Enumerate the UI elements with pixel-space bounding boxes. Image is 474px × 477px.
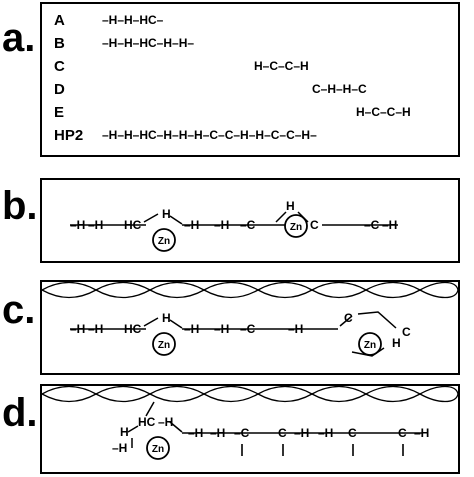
row-sequence-d: C–H–H–C: [312, 82, 367, 96]
panel-a-label: a.: [2, 16, 36, 60]
zinc-ion-b1: [152, 228, 176, 252]
d-token-h6: –H: [414, 426, 429, 440]
d-token-hc: HC: [138, 415, 156, 429]
panel-b-label: b.: [2, 184, 38, 228]
panel-d-label: d.: [2, 391, 38, 435]
d-token-h2: –H: [188, 426, 203, 440]
c-token-h5: –H: [288, 322, 303, 336]
row-sequence-e: H–C–C–H: [356, 105, 411, 119]
c-token-h6: H: [392, 336, 401, 350]
b-token-h2: –H: [88, 218, 103, 232]
row-label-d: D: [54, 81, 65, 98]
d-token-h-upper: H: [120, 425, 129, 439]
panel-a-box: A B C D E HP2 –H–H–HC– –H–H–HC–H–H– H–C–…: [40, 2, 460, 157]
row-label-c: C: [54, 58, 65, 75]
c-token-h4: –H: [214, 322, 229, 336]
zinc-ion-c2: [358, 332, 382, 356]
row-sequence-c: H–C–C–H: [254, 59, 309, 73]
row-label-e: E: [54, 104, 64, 121]
zinc-label-d1: Zn: [152, 444, 164, 455]
panel-c-box: –H –H HC H –H –H –C –H C H C Zn Zn: [40, 280, 460, 375]
b-token-h3: –H: [184, 218, 199, 232]
b-token-c2: C: [310, 218, 319, 232]
d-token-c3: C: [348, 426, 357, 440]
c-token-h3: –H: [184, 322, 199, 336]
panel-b-diagram: –H –H HC H –H –H –C H C –C –H Zn Zn: [70, 199, 398, 252]
dna-helix-c: [41, 281, 459, 299]
b-token-c1: –C: [240, 218, 256, 232]
panel-a-diagram: A B C D E HP2 –H–H–HC– –H–H–HC–H–H– H–C–…: [54, 12, 411, 144]
c-token-h1: –H: [70, 322, 85, 336]
panel-d-diagram: H –H HC –H –H –H –C C –H –H C C –H Zn: [41, 385, 459, 460]
panel-d-box: H –H HC –H –H –H –C C –H –H C C –H Zn: [40, 384, 460, 474]
c-token-c1: –C: [240, 322, 256, 336]
zinc-label-c1: Zn: [158, 340, 170, 351]
d-token-c2: C: [278, 426, 287, 440]
c-token-hc: HC: [124, 322, 142, 336]
d-token-h-lower: –H: [112, 441, 127, 455]
panel-c-diagram: –H –H HC H –H –H –C –H C H C Zn Zn: [41, 281, 459, 357]
zinc-ion-b2: [284, 214, 308, 238]
row-label-hp2: HP2: [54, 127, 83, 144]
b-token-h1: –H: [70, 218, 85, 232]
row-sequence-a: –H–H–HC–: [102, 13, 164, 27]
d-token-h4: –H: [294, 426, 309, 440]
d-token-h5: –H: [318, 426, 333, 440]
d-token-h3: –H: [210, 426, 225, 440]
c-token-c3: C: [402, 325, 411, 339]
zinc-label-b2: Zn: [290, 222, 302, 233]
row-sequence-hp2: –H–H–HC–H–H–H–C–C–H–H–C–C–H–: [102, 128, 317, 142]
b-token-h4: –H: [214, 218, 229, 232]
panel-c-label: c.: [2, 288, 36, 332]
d-token-h1: –H: [158, 415, 173, 429]
c-token-h-raised: H: [162, 311, 171, 325]
row-sequence-b: –H–H–HC–H–H–: [102, 36, 194, 50]
panel-b-box: –H –H HC H –H –H –C H C –C –H Zn Zn: [40, 178, 460, 263]
zinc-ion-c1: [152, 332, 176, 356]
row-label-a: A: [54, 12, 65, 29]
d-token-c1: –C: [234, 426, 250, 440]
zinc-label-b1: Zn: [158, 236, 170, 247]
b-token-h-raised-2: H: [286, 199, 295, 213]
b-token-h-raised: H: [162, 207, 171, 221]
c-token-h2: –H: [88, 322, 103, 336]
zinc-label-c2: Zn: [364, 340, 376, 351]
dna-helix-d: [41, 385, 459, 403]
row-label-b: B: [54, 35, 65, 52]
zinc-ion-d1: [146, 436, 170, 460]
b-token-h5: –H: [382, 218, 397, 232]
b-token-hc: HC: [124, 218, 142, 232]
d-token-c4: C: [398, 426, 407, 440]
b-token-c3: –C: [364, 218, 380, 232]
